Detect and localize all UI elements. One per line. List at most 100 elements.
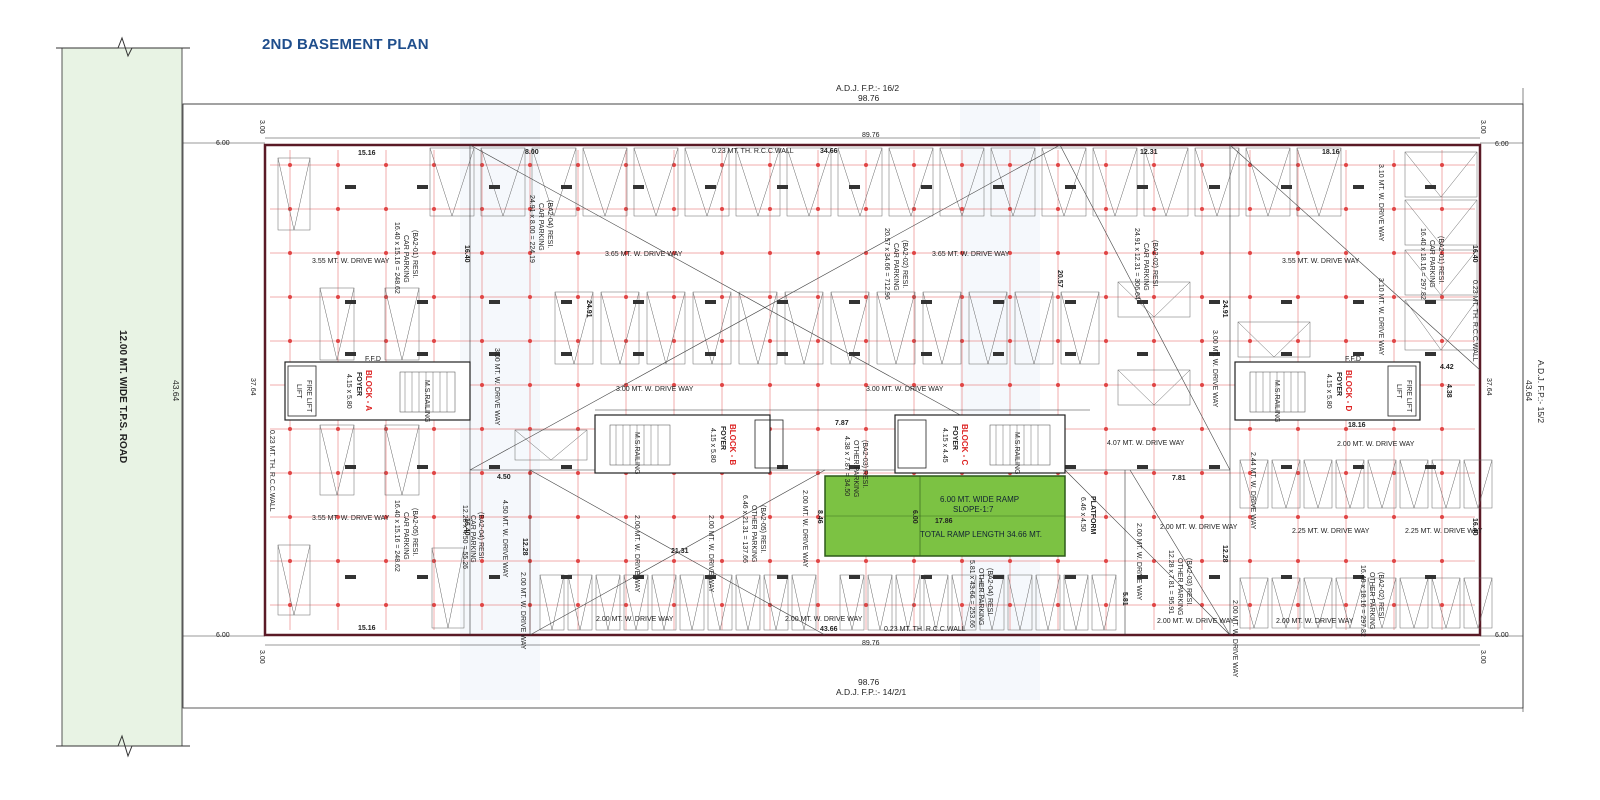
grid-dot — [1296, 427, 1300, 431]
parking-area-label: 16.40 x 15.16 = 248.62 — [393, 222, 400, 294]
grid-dot — [1056, 251, 1060, 255]
column — [777, 465, 788, 469]
parking-bay-mark — [1117, 281, 1191, 318]
parking-bay-mark — [1367, 459, 1397, 509]
wall-label-top: 0.23 MT. TH. R.C.C.WALL — [712, 148, 794, 155]
grid-dot — [1104, 559, 1108, 563]
parking-bay-mark — [1063, 574, 1089, 631]
parking-bay — [895, 574, 921, 631]
fire-label: F.F.D — [365, 356, 381, 363]
parking-area-label: 20.57 x 34.66 = 712.96 — [883, 228, 890, 300]
block-a-label: BLOCK - A — [364, 370, 373, 412]
dim-label: 17.86 — [935, 518, 953, 525]
parking-bay-mark — [1239, 577, 1269, 629]
column — [705, 575, 716, 579]
column — [993, 575, 1004, 579]
parking-bay-mark — [646, 291, 686, 365]
parking-bay-mark — [707, 574, 733, 631]
grid-dot — [432, 559, 436, 563]
grid-dot — [528, 163, 532, 167]
drive-way-label: 3.65 MT. W. DRIVE WAY — [932, 251, 1010, 258]
grid-dot — [480, 427, 484, 431]
drive-way-label: 2.00 MT. W. DRIVE WAY — [1337, 441, 1415, 448]
grid-dot — [384, 559, 388, 563]
parking-area-label: CAR PARKING — [469, 515, 476, 563]
parking-bay — [1399, 577, 1429, 629]
column — [417, 300, 428, 304]
parking-bay-mark — [951, 574, 977, 631]
grid-dot — [720, 603, 724, 607]
grid-dot — [1152, 515, 1156, 519]
grid-dot — [768, 207, 772, 211]
column — [705, 300, 716, 304]
parking-area-label: 16.40 x 18.16 = 297.82 — [1419, 228, 1426, 300]
parking-bay-mark — [1399, 577, 1429, 629]
column — [1209, 575, 1220, 579]
dim-label: 15.16 — [358, 150, 376, 157]
grid-dot — [624, 603, 628, 607]
foyer-a-dim: 4.15 x 5.80 — [345, 374, 352, 409]
grid-dot — [960, 383, 964, 387]
parking-bay-mark — [939, 147, 985, 217]
parking-bay — [784, 291, 824, 365]
grid-dot — [960, 603, 964, 607]
grid-dot — [912, 339, 916, 343]
column-grid — [270, 150, 1475, 630]
grid-dot — [816, 163, 820, 167]
grid-dot — [576, 559, 580, 563]
grid-dot — [336, 515, 340, 519]
grid-dot — [1056, 603, 1060, 607]
grid-dot — [768, 383, 772, 387]
bottom-setback-left: 3.00 — [258, 650, 265, 664]
grid-dot — [1104, 295, 1108, 299]
core-block-c — [894, 414, 1066, 474]
grid-dot — [1440, 603, 1444, 607]
column — [1137, 185, 1148, 189]
column — [1137, 352, 1148, 356]
parking-bay — [888, 147, 934, 217]
break-line-top — [56, 36, 190, 58]
grid-dot — [1152, 383, 1156, 387]
grid-dot — [864, 603, 868, 607]
grid-dot — [1056, 559, 1060, 563]
grid-dot — [480, 295, 484, 299]
grid-dot — [480, 207, 484, 211]
column — [489, 575, 500, 579]
grid-dot — [288, 427, 292, 431]
parking-bay — [1463, 577, 1493, 629]
grid-dot — [288, 339, 292, 343]
dim-label: 7.87 — [835, 420, 849, 427]
grid-dot — [1200, 559, 1204, 563]
grid-dot — [1392, 207, 1396, 211]
parking-bay-mark — [1014, 291, 1054, 365]
column — [921, 185, 932, 189]
parking-bay-mark — [319, 424, 355, 496]
grid-dot — [288, 295, 292, 299]
parking-area-label: (BA2-03) RESI. — [861, 440, 868, 489]
railing-label: M.S.RAILING — [423, 380, 430, 423]
grid-dot — [384, 251, 388, 255]
right-inner-dim: 37.64 — [1485, 378, 1492, 396]
grid-dot — [336, 163, 340, 167]
grid-dot — [288, 163, 292, 167]
grid-dot — [1008, 339, 1012, 343]
grid-dot — [1440, 383, 1444, 387]
grid-dot — [768, 163, 772, 167]
parking-bay-mark — [692, 291, 732, 365]
parking-area-label: (BA2-04) RESI. — [986, 568, 993, 617]
dim-label: 18.16 — [1348, 422, 1366, 429]
grid-dot — [1104, 383, 1108, 387]
drive-way-label: 3.10 MT. W. DRIVE WAY — [1377, 164, 1384, 242]
grid-dot — [1392, 163, 1396, 167]
grid-dot — [1296, 471, 1300, 475]
grid-dot — [336, 559, 340, 563]
column — [1425, 575, 1436, 579]
dim-label: 8.46 — [816, 510, 823, 524]
parking-bay — [1399, 459, 1429, 509]
grid-dot — [816, 295, 820, 299]
parking-bay-mark — [837, 147, 883, 217]
grid-dot — [336, 471, 340, 475]
parking-bay — [319, 287, 355, 361]
grid-dot — [1392, 339, 1396, 343]
drive-way-label: 2.00 MT. W. DRIVE WAY — [1135, 523, 1142, 601]
